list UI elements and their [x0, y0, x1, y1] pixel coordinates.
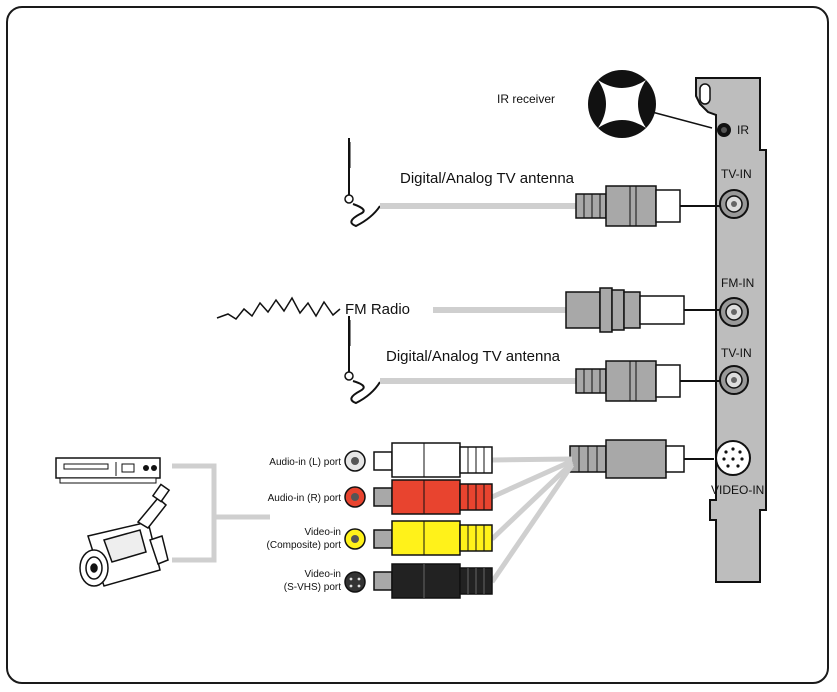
ir-port: [717, 123, 731, 137]
svhs-label-line1: Video-in: [304, 569, 341, 580]
tv-in-2-port: [719, 365, 749, 395]
video-in-port: [715, 440, 751, 476]
svhs-label-line2: (S-VHS) port: [284, 582, 341, 593]
audio-left-jack: [344, 450, 366, 472]
coax-plug-2: [575, 360, 720, 402]
din-plug: [569, 439, 714, 479]
fm-plug: [565, 287, 720, 333]
audio-right-plug: [373, 479, 493, 515]
antenna-2-label: Digital/Analog TV antenna: [386, 348, 561, 365]
audio-right-label: Audio-in (R) port: [268, 493, 342, 504]
fm-radio-label: FM Radio: [345, 301, 410, 318]
composite-jack: [344, 528, 366, 550]
tv-in-2-label: TV-IN: [721, 346, 752, 360]
ir-receiver-icon: [588, 70, 656, 138]
antenna-icon: [344, 138, 381, 228]
composite-plug: [373, 520, 493, 556]
composite-label-line2: (Composite) port: [267, 540, 342, 551]
ir-receiver-label: IR receiver: [497, 92, 555, 106]
antenna-icon: [344, 316, 381, 405]
breakout-cables: [489, 456, 575, 584]
audio-left-label: Audio-in (L) port: [269, 457, 341, 468]
fm-in-port: [719, 297, 749, 327]
vcr-icon: [55, 457, 161, 484]
ir-label: IR: [737, 123, 749, 137]
video-in-label: VIDEO-IN: [711, 483, 764, 497]
svhs-plug: [373, 563, 493, 599]
capture-card: [695, 77, 767, 583]
antenna-1-label: Digital/Analog TV antenna: [400, 170, 575, 187]
tv-in-1-port: [719, 189, 749, 219]
source-bracket: [172, 463, 270, 563]
composite-label-line1: Video-in: [304, 527, 341, 538]
tv-in-1-label: TV-IN: [721, 167, 752, 181]
camcorder-icon: [79, 483, 171, 587]
coax-plug-1: [575, 185, 720, 227]
svhs-jack: [344, 571, 366, 593]
audio-right-jack: [344, 486, 366, 508]
fm-in-label: FM-IN: [721, 276, 754, 290]
audio-left-plug: [373, 442, 493, 478]
fm-wave-icon: [216, 296, 341, 320]
